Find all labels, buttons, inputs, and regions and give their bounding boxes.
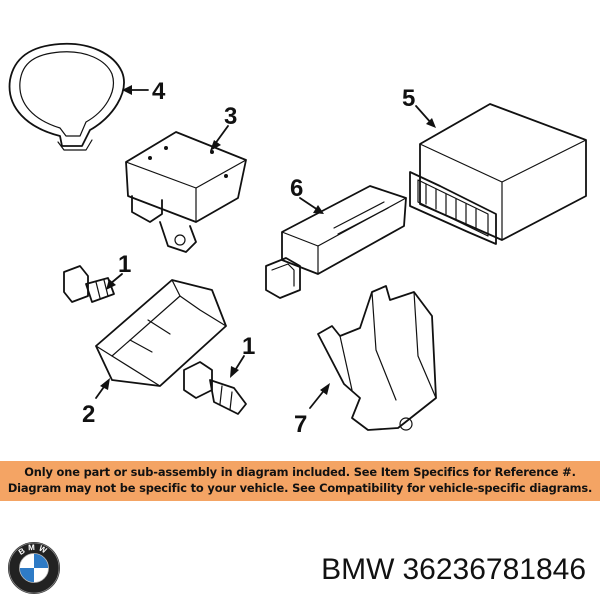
part-2-sensor bbox=[95, 279, 227, 387]
diagram-notice-banner: Only one part or sub-assembly in diagram… bbox=[0, 461, 600, 501]
callout-1a: 1 bbox=[118, 251, 131, 278]
callout-3: 3 bbox=[224, 103, 237, 130]
callout-5: 5 bbox=[402, 85, 415, 112]
part-4-band bbox=[8, 42, 125, 151]
part-1-valve-b bbox=[183, 361, 247, 415]
notice-line-2: Diagram may not be specific to your vehi… bbox=[7, 481, 593, 495]
leader-7-arrow bbox=[320, 383, 330, 395]
part-5-control-unit bbox=[409, 103, 587, 245]
leader-2-arrow bbox=[100, 378, 110, 390]
callout-1b: 1 bbox=[242, 333, 255, 360]
parts-diagram: 4 3 5 6 1 2 1 7 bbox=[8, 42, 587, 438]
leader-5-arrow bbox=[426, 118, 436, 128]
callout-7: 7 bbox=[294, 411, 307, 438]
part-number: 36236781846 bbox=[402, 553, 586, 586]
leader-1b-arrow bbox=[230, 366, 239, 378]
leader-4-arrow bbox=[122, 85, 132, 95]
part-6-receiver bbox=[265, 185, 407, 299]
brand-name: BMW bbox=[321, 553, 395, 586]
notice-line-1: Only one part or sub-assembly in diagram… bbox=[24, 465, 576, 479]
leader-6-arrow bbox=[313, 205, 324, 214]
callout-6: 6 bbox=[290, 175, 303, 202]
leader-6 bbox=[299, 197, 319, 211]
leader-1a-arrow bbox=[106, 279, 116, 290]
leader-3-arrow bbox=[210, 140, 221, 151]
callout-4: 4 bbox=[152, 78, 166, 105]
bmw-logo: BMW bbox=[8, 542, 60, 594]
part-7-bracket bbox=[317, 285, 437, 431]
part-1-valve-a bbox=[63, 265, 115, 303]
callout-2: 2 bbox=[82, 401, 95, 428]
part-3-module bbox=[125, 131, 247, 253]
